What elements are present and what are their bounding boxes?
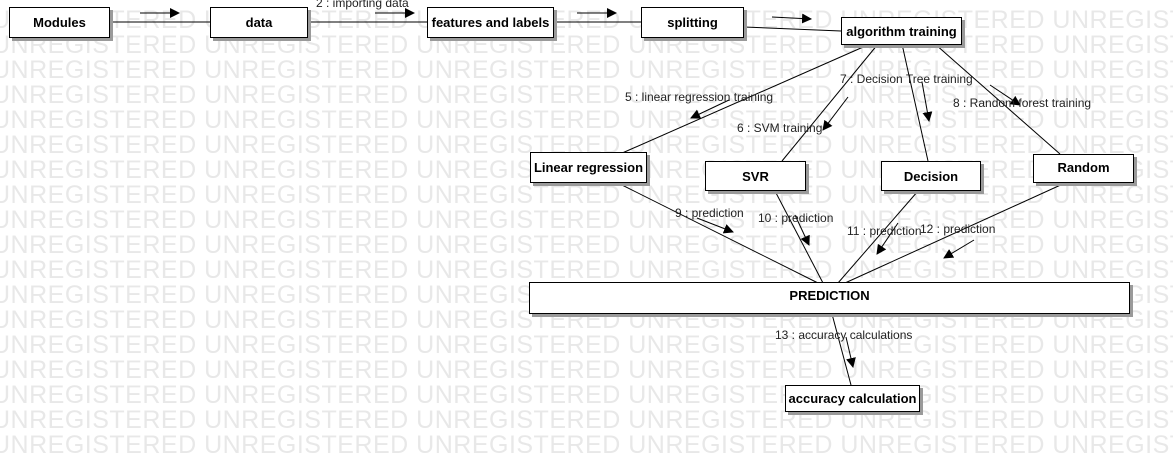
node-algorithm-training[interactable]: algorithm training [841,17,962,45]
watermark-line: UNREGISTERED UNREGISTERED UNREGISTERED U… [0,206,1173,234]
node-accuracy-calculation[interactable]: accuracy calculation [785,385,920,412]
node-modules[interactable]: Modules [9,7,110,38]
arrow-8 [989,84,1021,106]
arrow-12 [943,239,975,259]
watermark-line: UNREGISTERED UNREGISTERED UNREGISTERED U… [0,106,1173,134]
node-splitting[interactable]: splitting [641,7,744,38]
link-splitting-training [743,26,842,32]
arrow-13 [845,336,856,368]
watermark-line: UNREGISTERED UNREGISTERED UNREGISTERED U… [0,256,1173,284]
arrow-5 [690,99,730,119]
watermark-line: UNREGISTERED UNREGISTERED UNREGISTERED U… [0,406,1173,434]
watermark-line: UNREGISTERED UNREGISTERED UNREGISTERED U… [0,331,1173,359]
watermark-line: UNREGISTERED UNREGISTERED UNREGISTERED U… [0,231,1173,259]
node-prediction[interactable]: PREDICTION [529,282,1130,314]
arrow-6 [822,96,849,131]
message-label-11: 11 : prediction [847,224,922,238]
watermark-line: UNREGISTERED UNREGISTERED UNREGISTERED U… [0,431,1173,455]
watermark-line: UNREGISTERED UNREGISTERED UNREGISTERED U… [0,56,1173,84]
message-label-8: 8 : Random forest training [953,96,1092,110]
message-label-2: 2 : importing data [316,0,409,10]
watermark-line: UNREGISTERED UNREGISTERED UNREGISTERED U… [0,381,1173,409]
node-random[interactable]: Random [1033,154,1134,183]
arrow-7 [921,81,933,122]
link-training-decision [901,43,929,162]
arrow-9 [696,217,734,234]
watermark-line: UNREGISTERED UNREGISTERED UNREGISTERED U… [0,356,1173,384]
link-training-linear [619,43,871,155]
link-training-svr [781,43,879,162]
link-linear-prediction [617,182,819,284]
link-random-prediction [844,182,1066,284]
message-label-9: 9 : prediction [675,206,744,220]
node-data[interactable]: data [210,7,308,38]
watermark-line: UNREGISTERED UNREGISTERED UNREGISTERED U… [0,6,1173,34]
message-label-7: 7 : Decision Tree training [840,72,973,86]
message-label-10: 10 : prediction [758,211,834,225]
node-svr[interactable]: SVR [705,161,806,191]
message-label-13: 13 : accuracy calculations [775,328,913,342]
link-decision-prediction [837,190,919,284]
arrow-11 [876,222,899,255]
node-decision[interactable]: Decision [881,161,981,191]
message-label-12: 12 : prediction [920,222,996,236]
arrow-4 [771,13,812,24]
link-training-random [934,43,1061,155]
watermark-line: UNREGISTERED UNREGISTERED UNREGISTERED U… [0,81,1173,109]
node-linear-regression[interactable]: Linear regression [530,152,647,183]
watermark-line: UNREGISTERED UNREGISTERED UNREGISTERED U… [0,31,1173,59]
node-features-and-labels[interactable]: features and labels [427,7,554,38]
link-svr-prediction [774,190,824,284]
arrow-10 [794,214,810,246]
link-prediction-accuracy [831,313,852,386]
message-label-5: 5 : linear regression training [625,90,774,104]
message-label-6: 6 : SVM training [737,121,823,135]
